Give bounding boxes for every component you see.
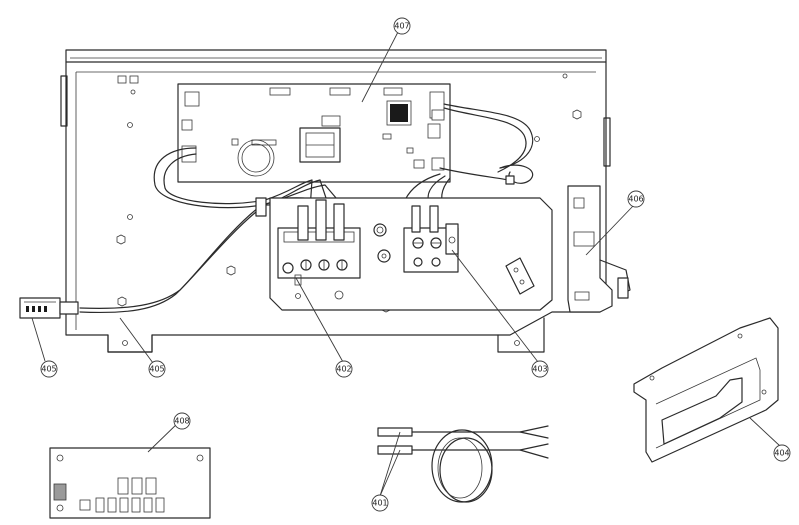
callout-406: 406 xyxy=(627,190,645,208)
callout-404: 404 xyxy=(773,444,791,462)
callout-label: 402 xyxy=(336,365,351,374)
callout-407: 407 xyxy=(393,17,411,35)
callout-405-connector: 405 xyxy=(40,360,58,378)
callout-label: 406 xyxy=(628,195,643,204)
sensor-cable-401 xyxy=(377,425,549,503)
cover-plate-404 xyxy=(633,317,779,463)
callout-408: 408 xyxy=(173,412,191,430)
terminal-block-403 xyxy=(403,205,535,295)
callout-403: 403 xyxy=(531,360,549,378)
callout-label: 405 xyxy=(41,365,56,374)
leader-lines xyxy=(31,31,781,497)
callout-label: 405 xyxy=(149,365,164,374)
callout-label: 403 xyxy=(532,365,547,374)
connector-405 xyxy=(19,297,79,319)
callout-label: 407 xyxy=(394,22,409,31)
callout-401: 401 xyxy=(371,494,389,512)
callout-label: 408 xyxy=(174,417,189,426)
callout-405-wire: 405 xyxy=(148,360,166,378)
callout-label: 401 xyxy=(372,499,387,508)
main-pcb xyxy=(177,83,451,183)
small-pcb-408 xyxy=(49,447,211,519)
side-bracket-406 xyxy=(567,185,631,313)
callout-label: 404 xyxy=(774,449,789,458)
callout-402: 402 xyxy=(335,360,353,378)
